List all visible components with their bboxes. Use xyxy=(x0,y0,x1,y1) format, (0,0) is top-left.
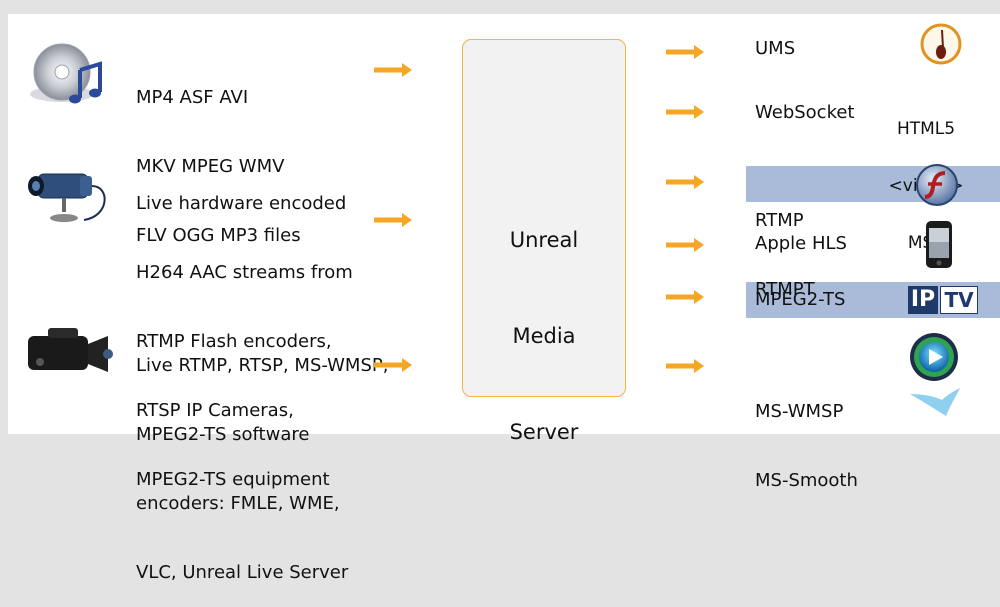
server-label-line: Unreal xyxy=(509,228,579,252)
iphone-icon xyxy=(926,221,952,268)
input-software-line: encoders: FMLE, WME, xyxy=(136,493,340,514)
iptv-ip-text: IP xyxy=(908,286,938,314)
output-label-rtmp-line: RTMPT xyxy=(755,279,815,300)
output-label-websocket: WebSocket xyxy=(755,102,855,123)
input-software-line: MPEG2-TS software xyxy=(136,424,310,445)
media-server-label: Unreal Media Server xyxy=(462,160,626,480)
iptv-tv-text: TV xyxy=(940,286,978,314)
flash-icon xyxy=(916,164,958,206)
output-arrow-hls xyxy=(666,238,704,252)
output-label-ums: UMS xyxy=(755,38,796,59)
input-hardware-line: RTSP IP Cameras, xyxy=(136,400,294,421)
input-files-line: MP4 ASF AVI xyxy=(136,87,249,108)
html5-line: HTML5 xyxy=(896,119,956,139)
input-files-line: FLV OGG MP3 files xyxy=(136,225,301,246)
input-arrow-3 xyxy=(374,358,412,372)
input-hardware-line: Live hardware encoded xyxy=(136,193,347,214)
output-label-mswmsp: MS-WMSP MS-Smooth xyxy=(755,354,858,515)
output-label-rtmp: RTMP RTMPT xyxy=(755,163,815,324)
output-arrow-mpeg2ts xyxy=(666,290,704,304)
input-hardware-line: H264 AAC streams from xyxy=(136,262,353,283)
output-label-mswmsp-line: MS-WMSP xyxy=(755,401,844,422)
video-camera-icon xyxy=(28,328,113,372)
input-software-line: VLC, Unreal Live Server xyxy=(136,562,349,583)
media-files-icon xyxy=(30,43,102,104)
input-arrow-1 xyxy=(374,63,412,77)
input-software-line: Live RTMP, RTSP, MS-WMSP, xyxy=(136,355,389,376)
output-label-mswmsp-line: MS-Smooth xyxy=(755,470,858,491)
output-arrow-mswmsp xyxy=(666,359,704,373)
output-arrow-rtmp xyxy=(666,175,704,189)
iptv-icon: IP TV xyxy=(908,285,978,315)
input-files-text: MP4 ASF AVI MKV MPEG WMV FLV OGG MP3 fil… xyxy=(136,40,301,270)
input-files-line: MKV MPEG WMV xyxy=(136,156,285,177)
media-server-box xyxy=(462,39,626,397)
output-arrow-ums xyxy=(666,45,704,59)
input-hardware-line: RTMP Flash encoders, xyxy=(136,331,332,352)
server-label-line: Media xyxy=(512,324,576,348)
server-label-line: Server xyxy=(509,420,579,444)
output-label-hls: Apple HLS xyxy=(755,233,847,254)
input-hardware-text: Live hardware encoded H264 AAC streams f… xyxy=(136,146,353,514)
input-arrow-2 xyxy=(374,213,412,227)
input-software-text: Live RTMP, RTSP, MS-WMSP, MPEG2-TS softw… xyxy=(136,308,388,607)
ums-logo-icon xyxy=(920,23,962,65)
ip-camera-icon xyxy=(28,173,106,222)
output-label-rtmp-line: RTMP xyxy=(755,210,804,231)
windows-media-icon xyxy=(910,333,960,416)
output-label-mpeg2ts: MPEG2-TS xyxy=(755,289,846,310)
output-arrow-websocket xyxy=(666,105,704,119)
